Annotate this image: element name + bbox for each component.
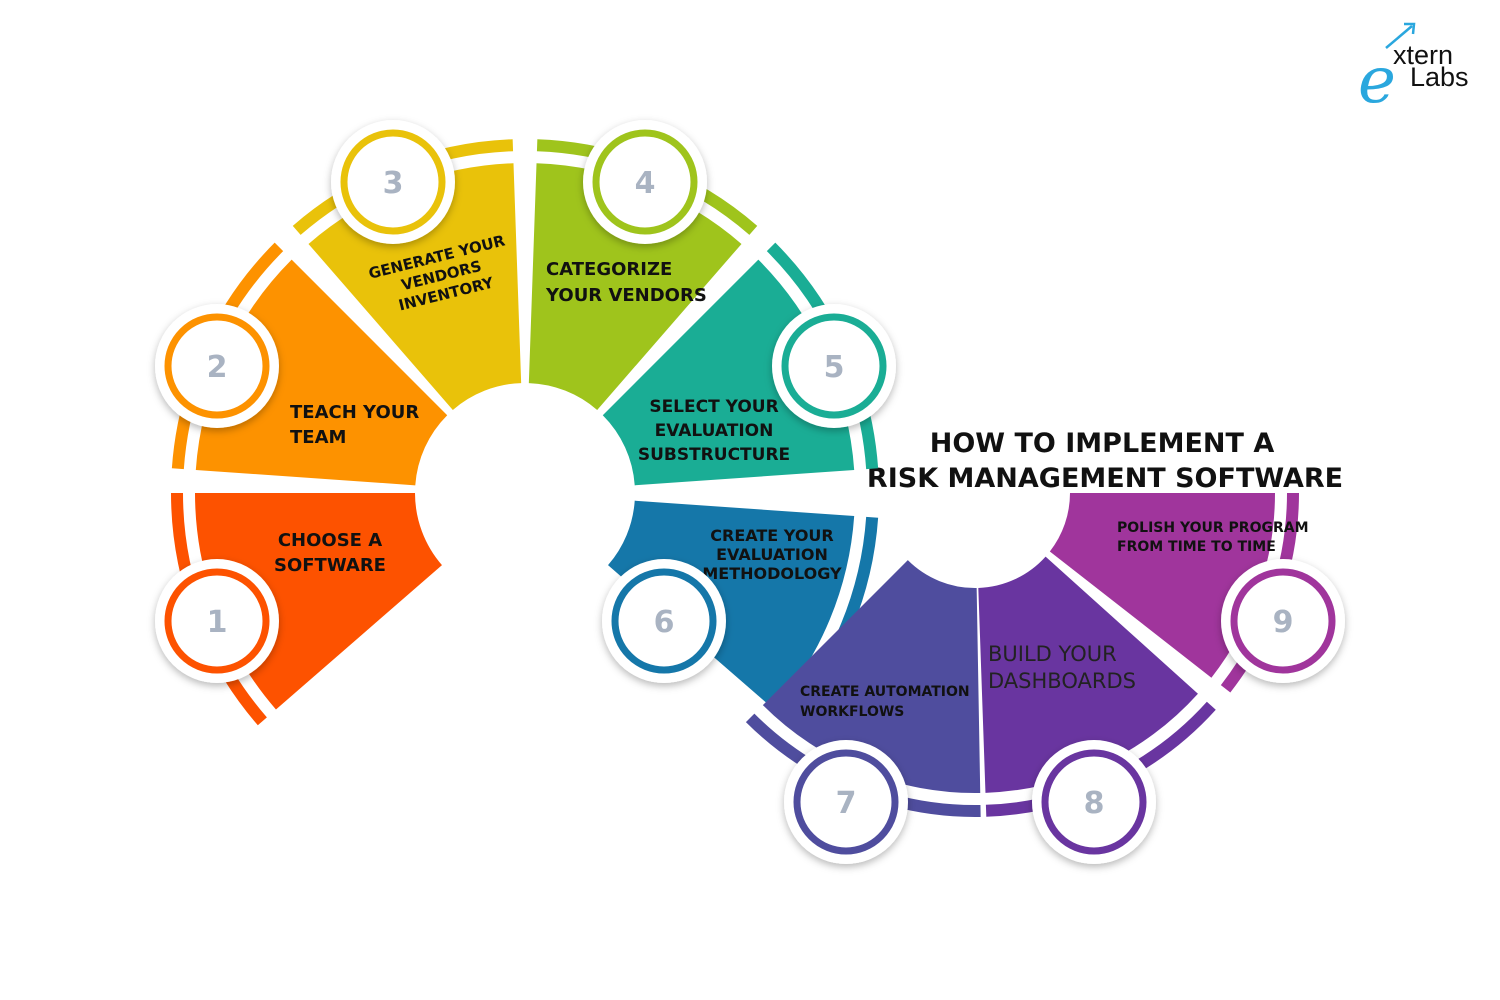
step-7-label: CREATE AUTOMATION WORKFLOWS [800, 684, 970, 720]
step-6-badge: 6 [602, 559, 726, 683]
step-5-number: 5 [824, 350, 845, 385]
extern-labs-logo: e xtern Labs [1358, 22, 1469, 118]
step-2-number: 2 [207, 350, 228, 385]
diagram-title-line-2: RISK MANAGEMENT SOFTWARE [867, 463, 1343, 494]
step-5-label: SELECT YOUR EVALUATION SUBSTRUCTURE [638, 397, 790, 465]
step-4-badge: 4 [583, 120, 707, 244]
diagram-title-line-1: HOW TO IMPLEMENT A [930, 428, 1275, 459]
step-5-badge: 5 [772, 304, 896, 428]
step-5-label-line: SUBSTRUCTURE [638, 445, 790, 465]
step-4-label-line: YOUR VENDORS [545, 285, 707, 306]
step-9-segment [1049, 493, 1275, 678]
step-2-badge: 2 [155, 304, 279, 428]
step-8-label: BUILD YOUR DASHBOARDS [988, 642, 1136, 693]
step-8-label-line: DASHBOARDS [988, 669, 1136, 693]
step-3-number: 3 [383, 166, 404, 201]
step-4-label: CATEGORIZE YOUR VENDORS [545, 259, 707, 306]
step-9-label: POLISH YOUR PROGRAM FROM TIME TO TIME [1117, 520, 1309, 555]
step-8-segment [978, 556, 1198, 793]
step-7-segment [762, 560, 981, 793]
step-5-segment [602, 259, 855, 486]
step-6-number: 6 [654, 605, 675, 640]
step-9-badge: 9 [1221, 559, 1345, 683]
step-7-badge: 7 [784, 740, 908, 864]
logo-word-1: xtern [1393, 40, 1453, 70]
step-6-label-line: METHODOLOGY [702, 564, 842, 583]
logo-mark: e [1358, 44, 1396, 118]
step-2-label-line: TEAM [290, 427, 346, 448]
step-6-label-line: EVALUATION [716, 545, 828, 564]
step-2-label: TEACH YOUR TEAM [290, 402, 419, 448]
step-6-label-line: CREATE YOUR [710, 526, 833, 545]
step-8-badge: 8 [1032, 740, 1156, 864]
step-2-segment [195, 259, 448, 486]
step-3-badge: 3 [331, 120, 455, 244]
step-1-badge: 1 [155, 559, 279, 683]
step-8-number: 8 [1084, 786, 1105, 821]
step-1-label-line: SOFTWARE [274, 555, 386, 576]
step-7-number: 7 [836, 786, 857, 821]
step-4-number: 4 [635, 166, 656, 201]
logo-word-2: Labs [1410, 62, 1469, 92]
step-1-number: 1 [207, 605, 228, 640]
step-4-label-line: CATEGORIZE [546, 259, 672, 280]
step-6-segment [608, 500, 855, 710]
step-5-label-line: EVALUATION [655, 421, 774, 441]
step-2-label-line: TEACH YOUR [290, 402, 419, 423]
step-9-label-line: FROM TIME TO TIME [1117, 539, 1276, 555]
step-7-label-line: WORKFLOWS [800, 704, 904, 720]
step-1-label: CHOOSE A SOFTWARE [274, 530, 386, 576]
arrow-up-right-icon [1385, 22, 1416, 49]
step-5-label-line: SELECT YOUR [649, 397, 778, 417]
step-7-label-line: CREATE AUTOMATION [800, 684, 970, 700]
step-8-label-line: BUILD YOUR [988, 642, 1117, 666]
step-1-label-line: CHOOSE A [278, 530, 382, 551]
step-9-number: 9 [1273, 605, 1294, 640]
step-9-label-line: POLISH YOUR PROGRAM [1117, 520, 1309, 536]
